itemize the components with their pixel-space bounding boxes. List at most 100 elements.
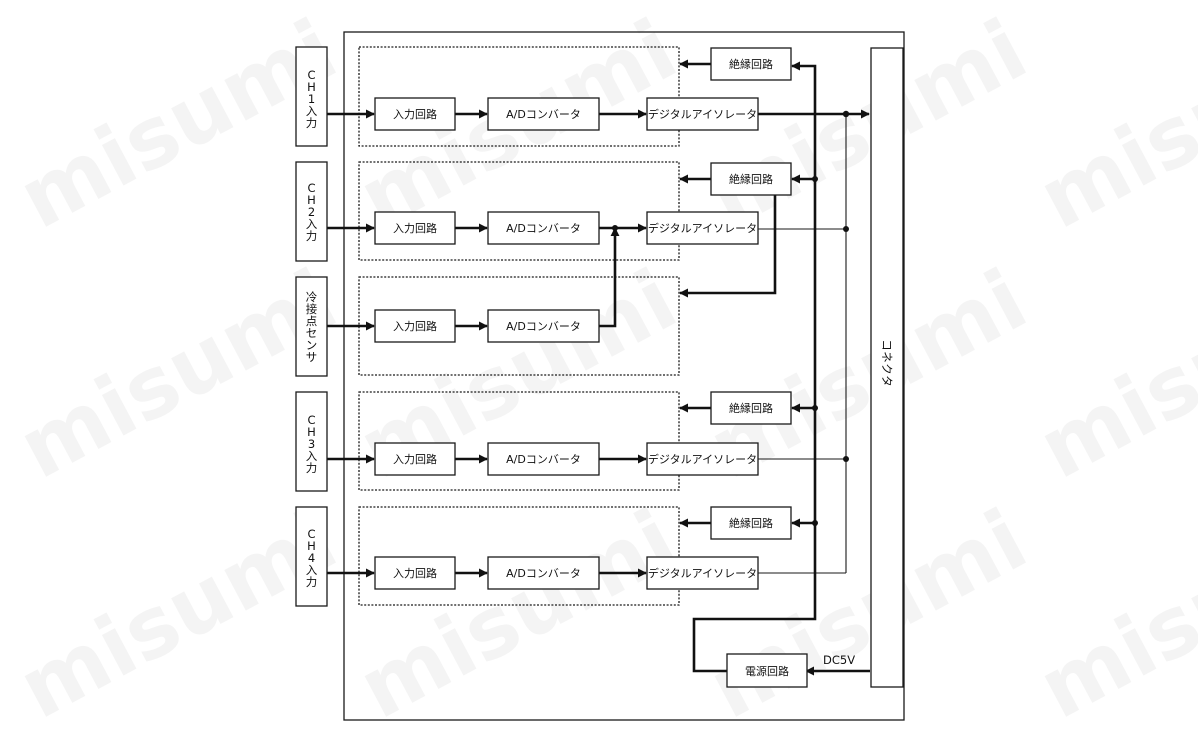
watermark-text: misumi <box>1023 0 1198 247</box>
cjc-sensor-terminal: 冷 接 点 セ ン サ <box>295 276 328 377</box>
ch1-input-char: 入 <box>306 104 318 118</box>
cjc-sensor-char: サ <box>306 350 318 364</box>
ch2-digital-isolator-label: デジタルアイソレータ <box>648 221 757 235</box>
ch4-digital-isolator <box>646 556 759 590</box>
connector-char: ク <box>880 363 894 375</box>
ch1-input-char: C <box>307 68 315 82</box>
connector-char: タ <box>880 375 894 387</box>
junction-dot <box>812 176 818 182</box>
ch2-ad-converter-label: A/Dコンバータ <box>506 222 581 235</box>
ch3-digital-isolator <box>646 442 759 476</box>
connector-char: ネ <box>880 351 894 363</box>
watermark-text: misumi <box>1023 250 1198 497</box>
cjc-sensor-box <box>295 276 328 377</box>
connector-char: コ <box>880 339 894 351</box>
ch2-input-terminal: C H 2 入 力 <box>295 161 328 262</box>
junction-dot <box>843 226 849 232</box>
ch2-input-char: H <box>307 193 316 207</box>
watermark-text: misumi <box>343 490 691 737</box>
ch2-input-char: 力 <box>306 229 318 243</box>
cjc-input-circuit <box>374 309 456 343</box>
connector <box>870 47 904 688</box>
ch4-input-char: 4 <box>308 551 315 565</box>
ch4-input-box <box>295 506 328 607</box>
ch1-ad-converter <box>487 97 600 131</box>
cjc-sensor-char: セ <box>306 326 318 340</box>
channel-group-2 <box>358 161 680 261</box>
junction-dot <box>843 456 849 462</box>
ch4-input-circuit <box>374 556 456 590</box>
ch2-input-char: 2 <box>308 205 315 219</box>
ch3-input-box <box>295 391 328 492</box>
ch2-ad-converter <box>487 211 600 245</box>
cjc-sensor-char: 接 <box>306 302 318 316</box>
ch2-input-circuit-label: 入力回路 <box>393 222 437 235</box>
ch4-input-circuit-label: 入力回路 <box>393 567 437 580</box>
junction-dot <box>812 405 818 411</box>
channel-group-4 <box>358 506 680 606</box>
module-enclosure <box>343 31 905 721</box>
ch4-digital-isolator-label: デジタルアイソレータ <box>648 566 757 580</box>
ch3-input-char: 入 <box>306 449 318 463</box>
isolation-circuit-4 <box>710 506 792 540</box>
ch2-input-char: 入 <box>306 217 318 231</box>
ch4-ad-converter-label: A/Dコンバータ <box>506 567 581 580</box>
isolation-circuit-3 <box>710 391 792 425</box>
isolation-circuit-1-label: 絶縁回路 <box>729 57 773 71</box>
channel-group-cjc <box>358 276 680 376</box>
cjc-sensor-char: ン <box>306 338 318 352</box>
cjc-ad-to-iso <box>599 227 620 328</box>
ch2-input-char: C <box>307 181 315 195</box>
ch1-input-char: H <box>307 80 316 94</box>
ch3-input-circuit <box>374 442 456 476</box>
cjc-input-circuit-label: 入力回路 <box>393 320 437 333</box>
dc5v-label: DC5V <box>823 653 855 667</box>
ch3-input-char: 力 <box>306 461 318 475</box>
junction-dot <box>842 110 850 118</box>
cjc-ad-converter <box>487 309 600 343</box>
power-circuit-label: 電源回路 <box>745 664 789 678</box>
cjc-ad-converter-label: A/Dコンバータ <box>506 320 581 333</box>
ch1-input-terminal: C H 1 入 力 <box>295 46 328 147</box>
watermark-text: misumi <box>1023 490 1198 737</box>
ch3-input-char: H <box>307 425 316 439</box>
isolation-circuit-2 <box>710 162 792 196</box>
isolation-circuit-1 <box>710 47 792 81</box>
ch3-input-circuit-label: 入力回路 <box>393 453 437 466</box>
ch4-input-char: 力 <box>306 575 318 589</box>
isolation-circuit-4-label: 絶縁回路 <box>729 516 773 530</box>
ch1-input-circuit-label: 入力回路 <box>393 108 437 121</box>
channel-group-1 <box>358 46 680 147</box>
power-circuit <box>726 653 808 688</box>
ch1-input-char: 力 <box>306 116 318 130</box>
ch1-input-char: 1 <box>308 92 315 106</box>
ch2-digital-isolator <box>646 211 759 245</box>
ch4-input-terminal: C H 4 入 力 <box>295 506 328 607</box>
ch3-ad-converter <box>487 442 600 476</box>
cjc-sensor-char: 点 <box>306 314 318 328</box>
channel-group-3 <box>358 391 680 491</box>
ch4-input-char: C <box>307 527 315 541</box>
ch1-digital-isolator-label: デジタルアイソレータ <box>648 107 757 121</box>
ch1-input-circuit <box>374 97 456 131</box>
ch3-input-char: C <box>307 413 315 427</box>
ch2-input-circuit <box>374 211 456 245</box>
power-bus <box>692 61 817 673</box>
ch3-input-char: 3 <box>308 437 315 451</box>
ch3-input-terminal: C H 3 入 力 <box>295 391 328 492</box>
junction-dot <box>812 520 818 526</box>
ch3-ad-converter-label: A/Dコンバータ <box>506 453 581 466</box>
ch4-input-char: H <box>307 539 316 553</box>
ch4-input-char: 入 <box>306 563 318 577</box>
isolation-circuit-2-label: 絶縁回路 <box>729 172 773 186</box>
ch1-digital-isolator <box>646 97 759 131</box>
cjc-sensor-char: 冷 <box>306 290 318 304</box>
ch3-digital-isolator-label: デジタルアイソレータ <box>648 452 757 466</box>
junction-dot <box>612 225 618 231</box>
iso2-to-cjc <box>679 195 777 298</box>
watermark: misumi misumi misumi misumi misumi misum… <box>3 0 1198 737</box>
ch2-input-box <box>295 161 328 262</box>
ch1-ad-converter-label: A/Dコンバータ <box>506 108 581 121</box>
ch1-input-box <box>295 46 328 147</box>
